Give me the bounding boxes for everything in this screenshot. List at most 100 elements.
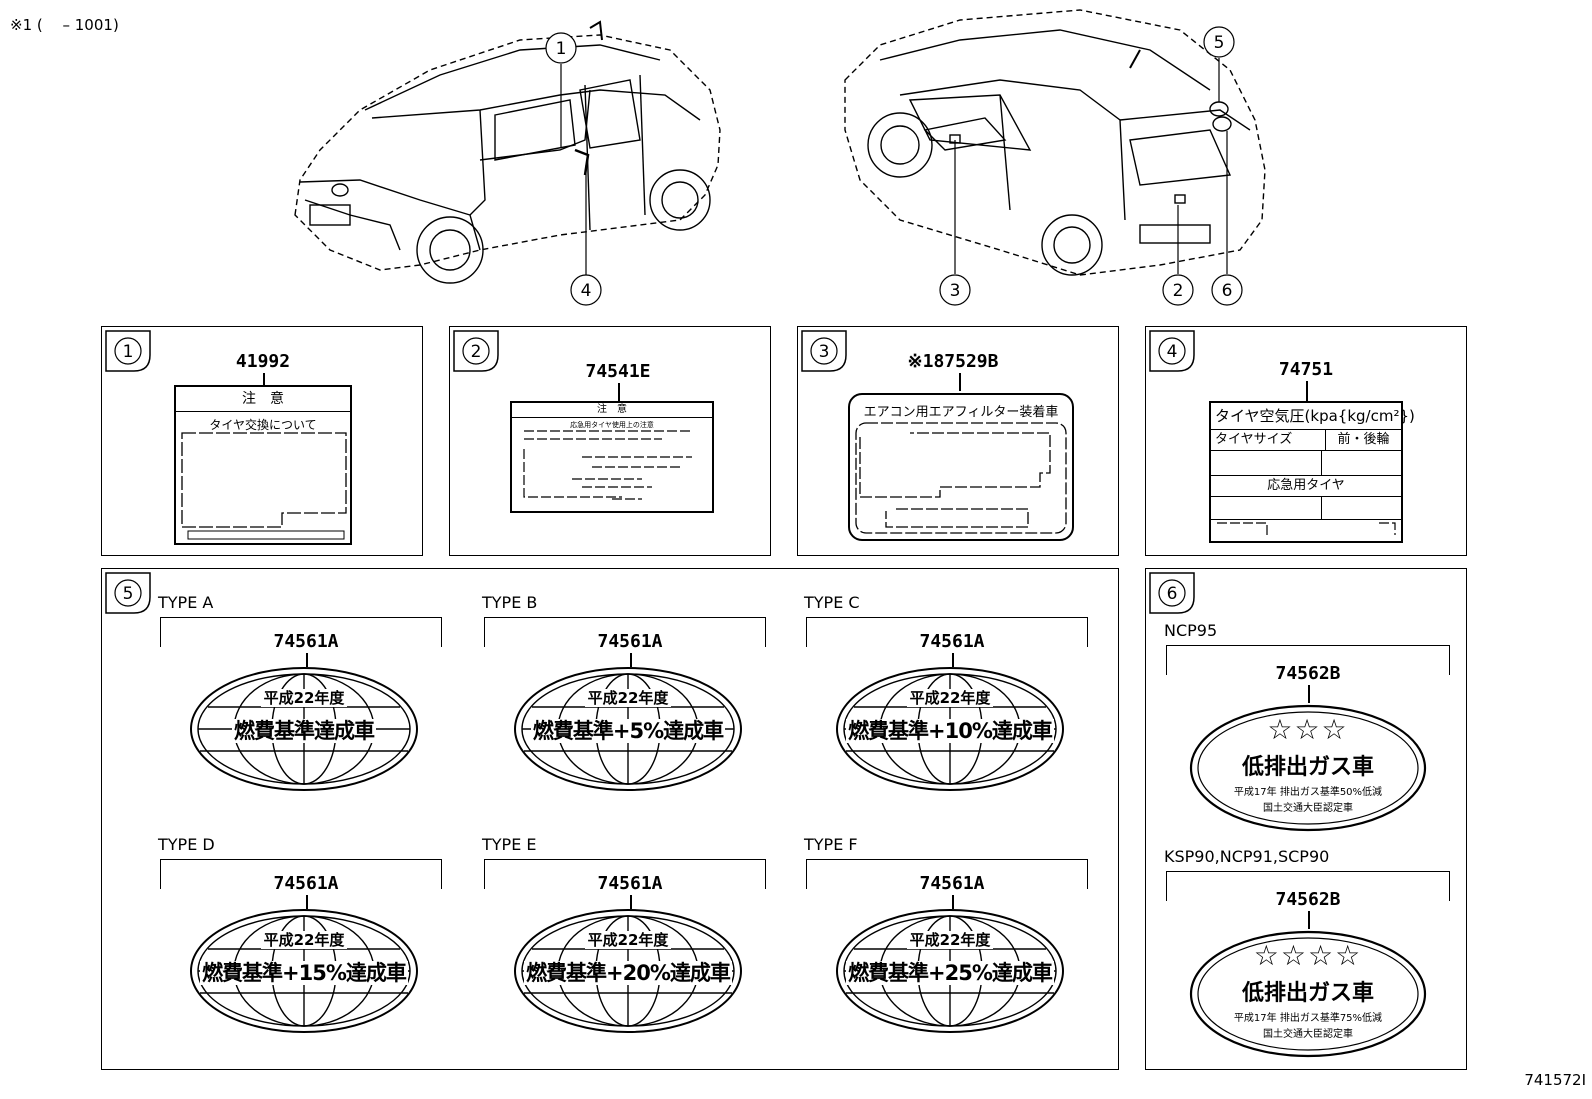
emblem-year: 平成22年度 — [260, 931, 348, 949]
type-label: TYPE D — [158, 835, 215, 854]
model-label: KSP90,NCP91,SCP90 — [1164, 847, 1330, 866]
warning-title: 注 意 — [512, 403, 712, 418]
callout-1 — [545, 32, 577, 64]
panel-3: 3 ※187529B エアコン用エアフィルター装着車 — [797, 326, 1119, 556]
svg-text:2: 2 — [471, 342, 482, 362]
model-label: NCP95 — [1164, 621, 1218, 640]
part-number: ※187529B — [907, 351, 999, 372]
callout-2-label: 2 — [1173, 281, 1184, 301]
part-number: 74561A — [597, 873, 663, 894]
panel-badge: 6 — [1149, 572, 1195, 614]
svg-text:6: 6 — [1167, 584, 1178, 604]
svg-text:4: 4 — [1167, 342, 1178, 362]
part-number: 74751 — [1278, 359, 1334, 380]
part-number: 74561A — [919, 873, 985, 894]
part-number: 74561A — [919, 631, 985, 652]
emblem-title: 燃費基準+25%達成車 — [846, 961, 1054, 985]
svg-text:5: 5 — [123, 584, 134, 604]
emblem-year: 平成22年度 — [906, 689, 994, 707]
low-emission-emblem: ☆☆☆☆ 低排出ガス車 平成17年 排出ガス基準75%低減 国土交通大臣認定車 — [1188, 929, 1428, 1059]
panel-6: 6 NCP95 74562B ☆☆☆ 低排出ガス車 平成17年 排出ガス基準50… — [1145, 568, 1467, 1070]
panel-1: 1 41992 注 意 タイヤ交換について — [101, 326, 423, 556]
warning-title: 注 意 — [176, 387, 350, 412]
warning-label: 注 意 タイヤ交換について — [174, 385, 352, 545]
tire-pressure-label: タイヤ空気圧(kpa{kg/cm²}) タイヤサイズ 前・後輪 応急用タイヤ — [1209, 401, 1415, 543]
part-number: 74562B — [1275, 889, 1341, 910]
panel-2: 2 74541E 注 意 応急用タイヤ使用上の注意 — [449, 326, 771, 556]
emblem-year: 平成22年度 — [584, 931, 672, 949]
panel-4: 4 74751 タイヤ空気圧(kpa{kg/cm²}) タイヤサイズ 前・後輪 … — [1145, 326, 1467, 556]
callout-6-label: 6 — [1222, 281, 1233, 301]
fuel-emblem-item: TYPE D 74561A 平成22年度 — [158, 835, 444, 1035]
fuel-economy-emblem: 平成22年度 燃費基準+20%達成車 — [512, 907, 744, 1035]
fuel-economy-emblem: 平成22年度 燃費基準達成車 — [188, 665, 420, 793]
low-emission-emblem: ☆☆☆ 低排出ガス車 平成17年 排出ガス基準50%低減 国土交通大臣認定車 — [1188, 703, 1428, 833]
emission-emblem-item: NCP95 74562B ☆☆☆ 低排出ガス車 平成17年 排出ガス基準50%低… — [1164, 621, 1454, 835]
callout-3 — [939, 274, 971, 306]
emblem-title: 低排出ガス車 — [1241, 755, 1374, 780]
warning-body-outline — [181, 432, 347, 540]
warning-subtitle: 応急用タイヤ使用上の注意 — [570, 421, 654, 429]
callout-6 — [1211, 274, 1243, 306]
panel-5: 5 TYPE A 74561A — [101, 568, 1119, 1070]
front-view-car — [294, 20, 721, 284]
tire-size-header: タイヤサイズ — [1211, 430, 1326, 450]
emblem-year: 平成22年度 — [584, 689, 672, 707]
fuel-economy-emblem: 平成22年度 燃費基準+5%達成車 — [512, 665, 744, 793]
emblem-year: 平成22年度 — [260, 689, 348, 707]
emblem-standard: 平成17年 排出ガス基準75%低減 — [1233, 1013, 1383, 1024]
svg-text:3: 3 — [819, 342, 830, 362]
fuel-emblem-item: TYPE A 74561A 平成22年度 — [158, 593, 444, 793]
panel-badge: 2 — [453, 330, 499, 372]
panel-badge: 1 — [105, 330, 151, 372]
svg-text:1: 1 — [123, 342, 134, 362]
fuel-emblem-item: TYPE C 74561A 平成22年度 — [804, 593, 1090, 793]
panel-badge: 5 — [105, 572, 151, 614]
warning-body-text-lines — [523, 430, 692, 500]
front-rear-header: 前・後輪 — [1337, 432, 1390, 447]
part-number: 74561A — [273, 631, 339, 652]
emblem-title: 燃費基準+20%達成車 — [524, 961, 732, 985]
spare-tire-header: 応急用タイヤ — [1211, 476, 1401, 497]
type-label: TYPE E — [482, 835, 537, 854]
emblem-title: 燃費基準+15%達成車 — [200, 961, 408, 985]
part-number: 41992 — [235, 351, 291, 372]
star-rating-icon: ☆☆☆☆ — [1253, 939, 1363, 972]
part-number: 74541E — [585, 361, 651, 382]
filter-label-body-outline — [855, 422, 1067, 534]
type-label: TYPE A — [158, 593, 214, 612]
header-note: ※1 ( – 1001) — [10, 16, 119, 34]
vehicle-illustrations: 1 4 3 2 5 6 — [294, 9, 1266, 306]
callout-1-label: 1 — [556, 39, 567, 59]
rear-view-car — [844, 9, 1266, 276]
emblem-year: 平成22年度 — [906, 931, 994, 949]
callout-4 — [570, 274, 602, 306]
callout-3-label: 3 — [950, 281, 961, 301]
emission-emblem-item: KSP90,NCP91,SCP90 74562B ☆☆☆☆ 低排出ガス車 平成1… — [1164, 847, 1454, 1061]
star-rating-icon: ☆☆☆ — [1267, 713, 1349, 746]
type-label: TYPE C — [804, 593, 860, 612]
emblem-certification: 国土交通大臣認定車 — [1263, 803, 1353, 814]
warning-subtitle: タイヤ交換について — [209, 418, 317, 432]
emblem-title: 燃費基準+5%達成車 — [530, 719, 726, 743]
emblem-title: 燃費基準達成車 — [232, 719, 376, 743]
emblem-standard: 平成17年 排出ガス基準50%低減 — [1233, 787, 1383, 798]
panel-badge: 4 — [1149, 330, 1195, 372]
callout-4-label: 4 — [581, 281, 592, 301]
tire-pressure-title: タイヤ空気圧(kpa{kg/cm²}) — [1211, 403, 1415, 430]
fuel-emblem-item: TYPE B 74561A 平成22年度 — [482, 593, 768, 793]
warning-label: 注 意 応急用タイヤ使用上の注意 — [510, 401, 714, 513]
type-label: TYPE B — [482, 593, 538, 612]
part-number: 74562B — [1275, 663, 1341, 684]
document-number: 741572I — [1524, 1071, 1586, 1089]
type-label: TYPE F — [804, 835, 858, 854]
emblem-title: 低排出ガス車 — [1241, 981, 1374, 1006]
fuel-economy-emblem: 平成22年度 燃費基準+25%達成車 — [834, 907, 1066, 1035]
fuel-emblem-item: TYPE E 74561A 平成22年度 — [482, 835, 768, 1035]
part-number: 74561A — [273, 873, 339, 894]
emblem-title: 燃費基準+10%達成車 — [846, 719, 1054, 743]
fuel-economy-emblem: 平成22年度 燃費基準+15%達成車 — [188, 907, 420, 1035]
callout-5 — [1203, 26, 1235, 58]
callout-2 — [1162, 274, 1194, 306]
fuel-emblem-item: TYPE F 74561A 平成22年度 — [804, 835, 1090, 1035]
